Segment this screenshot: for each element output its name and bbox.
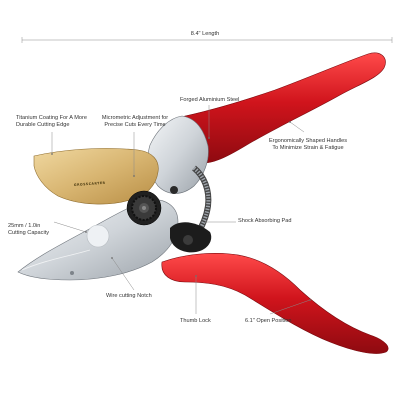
- upper-frame: [147, 115, 209, 194]
- callout-leaders: [51, 105, 311, 315]
- upper-handle: [175, 52, 386, 164]
- pivot-bolt: [170, 186, 178, 194]
- wire-notch-label: Wire cutting Notch: [106, 293, 152, 299]
- length-dimension-line: [21, 37, 393, 43]
- gold-blade: [33, 148, 159, 205]
- jaw-rivet: [70, 271, 74, 275]
- shock-pad-label: Shock Absorbing Pad: [238, 218, 292, 224]
- callout-dots: [51, 121, 311, 301]
- wire-notch-circle: [86, 224, 110, 248]
- open-position-label: 6.1" Open Position: [245, 318, 292, 324]
- cutting-capacity-label: 25mm / 1.0in Cutting Capacity: [8, 223, 50, 236]
- titanium-coating-label: Titanium Coating For A More Durable Cutt…: [16, 115, 87, 128]
- lower-handle: [161, 252, 389, 354]
- adjustment-wheel: [126, 190, 162, 226]
- micrometric-label: Micrometric Adjustment for Precise Cuts …: [101, 115, 169, 128]
- length-label: 8.4" Length: [190, 31, 220, 37]
- thumb-lock: [183, 235, 193, 245]
- handles-label: Ergonomically Shaped Handles To Minimize…: [268, 138, 348, 151]
- blade-brand-text: GROSSCARTER: [74, 181, 106, 187]
- thumb-lock-label: Thumb Lock: [180, 318, 211, 324]
- forged-steel-label: Forged Aluminium Steel: [180, 97, 240, 103]
